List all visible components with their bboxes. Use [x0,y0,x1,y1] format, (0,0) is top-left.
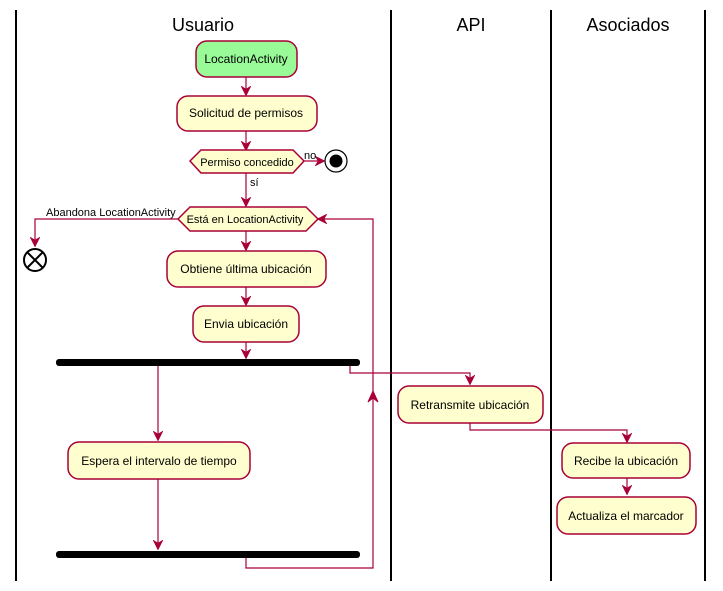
activity-obtiene-ubicacion [166,250,327,288]
edge-retransmite-to-recibe [469,423,627,442]
activity-actualiza-marcador [556,496,697,535]
activity-espera-intervalo-label: Espera el intervalo de tiempo [81,454,237,468]
swimlane-title-usuario: Usuario [172,15,234,35]
fork-bar [56,359,360,366]
activity-actualiza-marcador-label: Actualiza el marcador [568,509,683,523]
decision-permiso-concedido-label: Permiso concedido [200,157,294,169]
decision-permiso-concedido [188,149,306,174]
decision-esta-en-location-activity-label: Está en LocationActivity [187,214,304,226]
activity-espera-intervalo [67,441,251,480]
flow-end-cross-b [26,251,44,269]
activity-location-activity [195,40,298,78]
activity-envia-ubicacion [192,305,300,343]
activity-location-activity-label: LocationActivity [204,52,287,66]
join-bar [56,551,360,558]
edge-abandona [35,218,178,246]
activity-retransmite-ubicacion-label: Retransmite ubicación [411,398,530,412]
edge-fork-to-retransmite [349,366,470,384]
activity-solicitud-permisos-label: Solicitud de permisos [189,106,303,120]
activity-retransmite-ubicacion [397,385,544,424]
stop-node-inner-icon [329,154,343,168]
edge-label-abandona: Abandona LocationActivity [46,207,176,219]
swimlane-title-asociados: Asociados [586,15,669,35]
edge-label-si: sí [250,177,259,189]
activity-solicitud-permisos [176,95,318,132]
loop-up-arrow-icon [367,389,379,403]
edge-label-no: no [304,150,316,162]
edge-loop-back [245,219,374,569]
activity-recibe-ubicacion-label: Recibe la ubicación [574,454,678,468]
decision-esta-en-location-activity [176,206,320,232]
swimlane-title-api: API [456,15,485,35]
activity-envia-ubicacion-label: Envia ubicación [204,317,288,331]
activity-obtiene-ubicacion-label: Obtiene última ubicación [180,262,311,276]
activity-recibe-ubicacion [561,442,691,479]
